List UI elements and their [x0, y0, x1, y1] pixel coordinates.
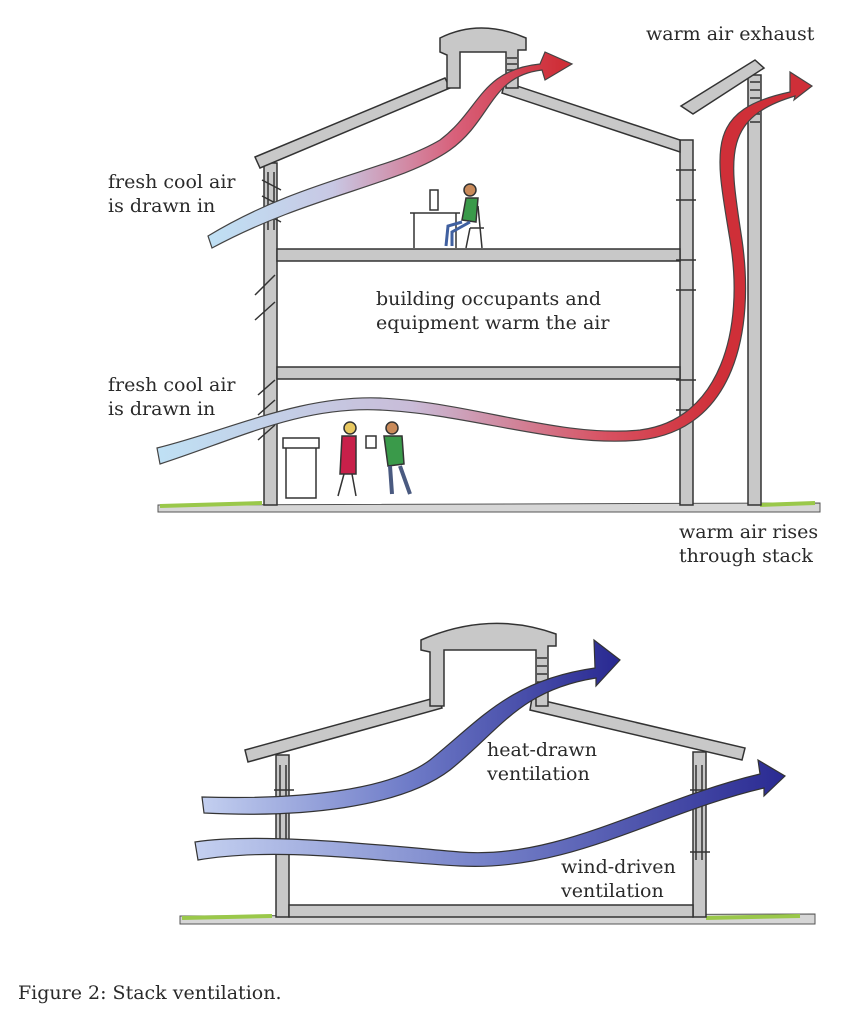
figure-caption: Figure 2: Stack ventilation. — [18, 982, 282, 1004]
top-airflow-lower — [156, 70, 814, 465]
top-ground — [157, 502, 821, 513]
top-stack-cap — [679, 59, 766, 115]
label-fresh-cool-air-lower: fresh cool air is drawn in — [108, 373, 236, 421]
desk-worker-figure — [410, 183, 484, 249]
worker-body — [461, 197, 479, 223]
top-window-lower — [257, 379, 276, 441]
label-heat-drawn-ventilation: heat-drawn ventilation — [487, 738, 597, 786]
bottom-grass-left — [181, 914, 273, 920]
top-floor-middle — [276, 366, 681, 380]
held-document — [365, 435, 377, 449]
bottom-lantern-louvre — [537, 657, 547, 691]
bottom-building — [179, 622, 816, 925]
chair — [465, 205, 484, 249]
label-line: equipment warm the air — [376, 312, 610, 334]
label-occupants-warm-air: building occupants and equipment warm th… — [376, 287, 609, 335]
bottom-lantern — [420, 622, 557, 707]
label-warm-air-rises: warm air rises through stack — [679, 520, 818, 568]
man-body — [383, 435, 405, 467]
label-wind-driven-ventilation: wind-driven ventilation — [561, 855, 676, 903]
man-legs — [388, 465, 412, 495]
man-head — [385, 421, 399, 435]
top-airflow-upper — [207, 51, 574, 249]
top-right-ticks — [676, 169, 696, 411]
worker-head — [463, 183, 477, 197]
bottom-grass-right — [705, 914, 801, 920]
top-grass-left — [159, 501, 263, 508]
label-line: ventilation — [487, 763, 590, 785]
woman-head — [343, 421, 357, 435]
top-roof-right — [501, 81, 681, 154]
top-grass-right — [759, 501, 816, 507]
top-floor-upper — [276, 248, 681, 262]
label-line: ventilation — [561, 880, 664, 902]
top-lantern-louvre — [507, 57, 517, 77]
monitor — [429, 189, 439, 211]
label-line: building occupants and — [376, 288, 602, 310]
top-right-wall — [679, 139, 694, 506]
top-stack-wall — [747, 74, 762, 506]
label-line: fresh cool air — [108, 374, 236, 396]
bottom-right-window — [690, 765, 710, 860]
bottom-roof-right — [529, 697, 746, 761]
label-line: through stack — [679, 545, 813, 567]
cabinet-top — [282, 437, 320, 449]
label-warm-air-exhaust: warm air exhaust — [646, 23, 815, 45]
label-line: fresh cool air — [108, 171, 236, 193]
bottom-roof-left — [244, 696, 443, 763]
worker-legs — [444, 220, 471, 247]
label-line: heat-drawn — [487, 739, 597, 761]
ground-floor-people — [282, 421, 412, 499]
top-building — [157, 27, 821, 513]
top-window-mid — [254, 274, 276, 321]
wind-driven-airflow — [194, 758, 786, 868]
bottom-right-wall — [692, 751, 707, 918]
label-line: warm air rises — [679, 521, 819, 543]
label-fresh-cool-air-upper: fresh cool air is drawn in — [108, 170, 236, 218]
filing-cabinet — [285, 445, 317, 499]
heat-drawn-airflow — [201, 638, 621, 815]
woman-body — [339, 435, 357, 475]
bottom-left-wall — [275, 754, 290, 918]
top-window-upper — [261, 172, 282, 230]
woman-legs — [337, 473, 357, 497]
label-line: is drawn in — [108, 195, 216, 217]
bottom-floor-slab — [288, 904, 694, 918]
label-line: is drawn in — [108, 398, 216, 420]
label-line: wind-driven — [561, 856, 676, 878]
